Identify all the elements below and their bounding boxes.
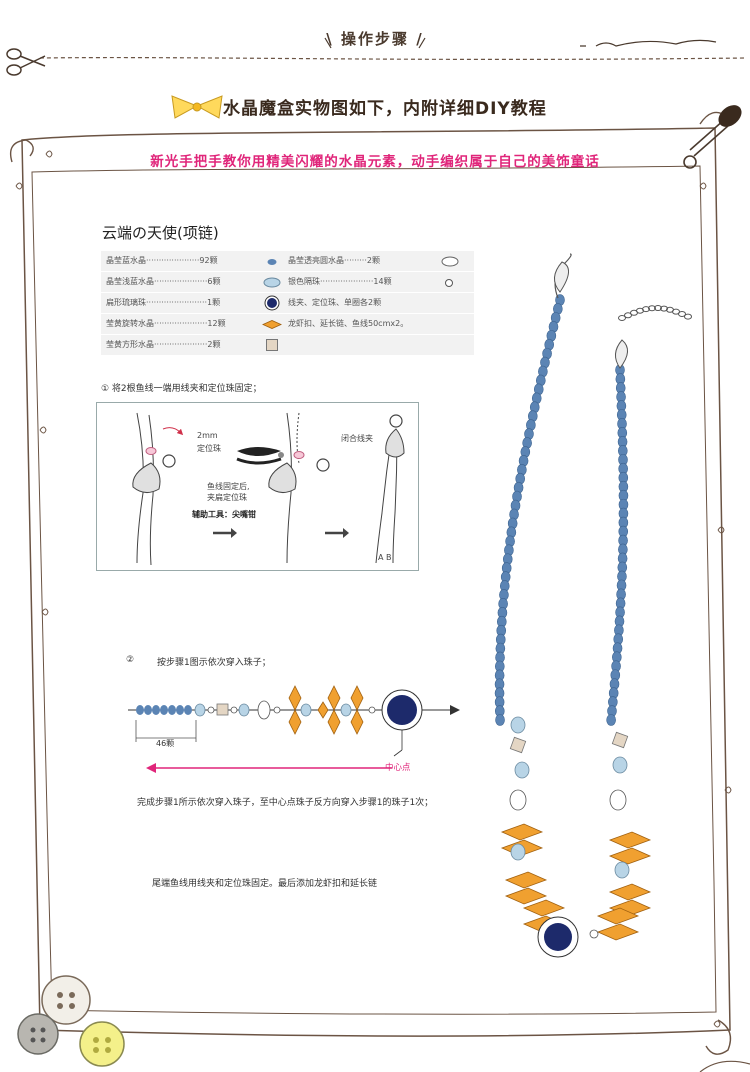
yellow-crystal	[608, 883, 652, 901]
section-title: 云端の天使(项链)	[102, 224, 219, 242]
extension-chain-link	[654, 305, 662, 312]
blue-crystal-icon	[267, 259, 277, 265]
yellow-crystal	[500, 823, 544, 841]
note-line2: 夹扁定位珠	[207, 493, 247, 502]
light-blue-crystal-icon	[263, 277, 281, 288]
instruction-1: 完成步骤1所示依次穿入珠子，至中心点珠子反方向穿入步骤1的珠子1次；	[137, 798, 434, 808]
material-name: 扁形琉璃珠························1颗	[106, 298, 221, 307]
yellow-crystal	[596, 923, 640, 941]
step1-label: ① 将2根鱼线一端用线夹和定位珠固定；	[101, 384, 262, 394]
bow-icon	[171, 95, 223, 119]
glass-bead-icon	[264, 295, 280, 311]
light-blue-bead	[510, 843, 526, 861]
table-row: 扁形琉璃珠························1颗 线夹、定位珠、单…	[101, 293, 474, 314]
material-name: 龙虾扣、延长链、鱼线50cmx2。	[288, 319, 409, 328]
light-blue-bead	[514, 761, 530, 779]
light-blue-bead	[612, 756, 628, 774]
safety-pin-icon	[683, 105, 742, 169]
bead-sequence-diagram	[128, 685, 460, 773]
tool-label: 辅助工具：尖嘴钳	[192, 510, 256, 519]
light-blue-bead	[510, 716, 526, 734]
table-row: 莹黄方形水晶·····················2颗	[101, 335, 474, 355]
yellow-crystal	[608, 847, 652, 865]
count-label: 46颗	[156, 739, 175, 748]
square-crystal-icon	[266, 339, 278, 351]
necklace-clasp	[615, 339, 628, 369]
clear-bead	[609, 789, 627, 811]
instruction-2: 尾端鱼线用线夹和定位珠固定。最后添加龙虾扣和延长链	[152, 879, 378, 889]
extension-chain-link	[678, 310, 686, 317]
center-label: 中心点	[385, 763, 411, 773]
clear-bead	[509, 789, 527, 811]
blue-bead	[495, 714, 505, 726]
table-row: 晶莹蓝水晶·····················92颗 晶莹透亮圆水晶···…	[101, 251, 474, 272]
yellow-crystal	[608, 831, 652, 849]
square-bead	[611, 731, 629, 749]
tagline: 新光手把手教你用精美闪耀的水晶元素，动手编织属于自己的美饰童话	[150, 154, 600, 170]
yellow-crystal	[596, 907, 640, 925]
button-icon	[17, 975, 125, 1067]
yellow-crystal	[504, 871, 548, 889]
blue-bead	[606, 714, 616, 726]
materials-table: 晶莹蓝水晶·····················92颗 晶莹透亮圆水晶···…	[101, 251, 474, 355]
size-label: 2mm	[197, 431, 218, 440]
extension-chain-link	[684, 313, 692, 320]
yellow-crystal	[522, 899, 566, 917]
material-name: 晶莹蓝水晶·····················92颗	[106, 256, 218, 265]
material-name: 莹黄旋转水晶·····················12颗	[106, 319, 226, 328]
step1-diagram: 2mm 定位珠 鱼线固定后, 夹扁定位珠 辅助工具：尖嘴钳 闭合线夹 A B	[96, 402, 419, 571]
center-bead	[544, 923, 572, 951]
step2-number: ②	[126, 655, 135, 665]
material-name: 莹黄方形水晶·····················2颗	[106, 340, 221, 349]
extension-chain-link	[660, 305, 668, 312]
extension-chain-link	[648, 305, 656, 312]
header-title: \ 操作步骤 /	[326, 30, 424, 48]
table-row: 晶莹浅蓝水晶·····················6颗 银色隔珠······…	[101, 272, 474, 293]
necklace-illustration	[494, 253, 692, 958]
extension-chain-link	[618, 315, 626, 321]
silver-spacer-icon	[445, 279, 453, 287]
necklace-clasp	[554, 261, 569, 293]
material-name: 银色隔珠·····················14颗	[288, 277, 392, 286]
close-label: 闭合线夹	[341, 434, 373, 443]
material-name: 线夹、定位珠、单圈各2颗	[288, 298, 382, 307]
step2-label: 按步骤1图示依次穿入珠子；	[157, 658, 271, 668]
square-bead	[509, 736, 527, 754]
material-name: 晶莹透亮圆水晶·········2颗	[288, 256, 380, 265]
spacer-bead	[589, 929, 599, 939]
table-row: 莹黄旋转水晶·····················12颗 龙虾扣、延长链、鱼…	[101, 314, 474, 335]
bead-label: 定位珠	[197, 444, 221, 453]
material-name: 晶莹浅蓝水晶·····················6颗	[106, 277, 221, 286]
end-label: A B	[378, 553, 392, 562]
scissors-icon	[6, 48, 46, 76]
subtitle: 水晶魔盒实物图如下，内附详细DIY教程	[223, 99, 547, 119]
note-line1: 鱼线固定后,	[207, 482, 250, 491]
yellow-crystal	[504, 887, 548, 905]
clear-crystal-icon	[441, 256, 459, 267]
step1-illustration	[132, 412, 405, 566]
yellow-crystal-icon	[262, 320, 282, 329]
extension-chain-link	[642, 306, 650, 313]
light-blue-bead	[614, 861, 630, 879]
